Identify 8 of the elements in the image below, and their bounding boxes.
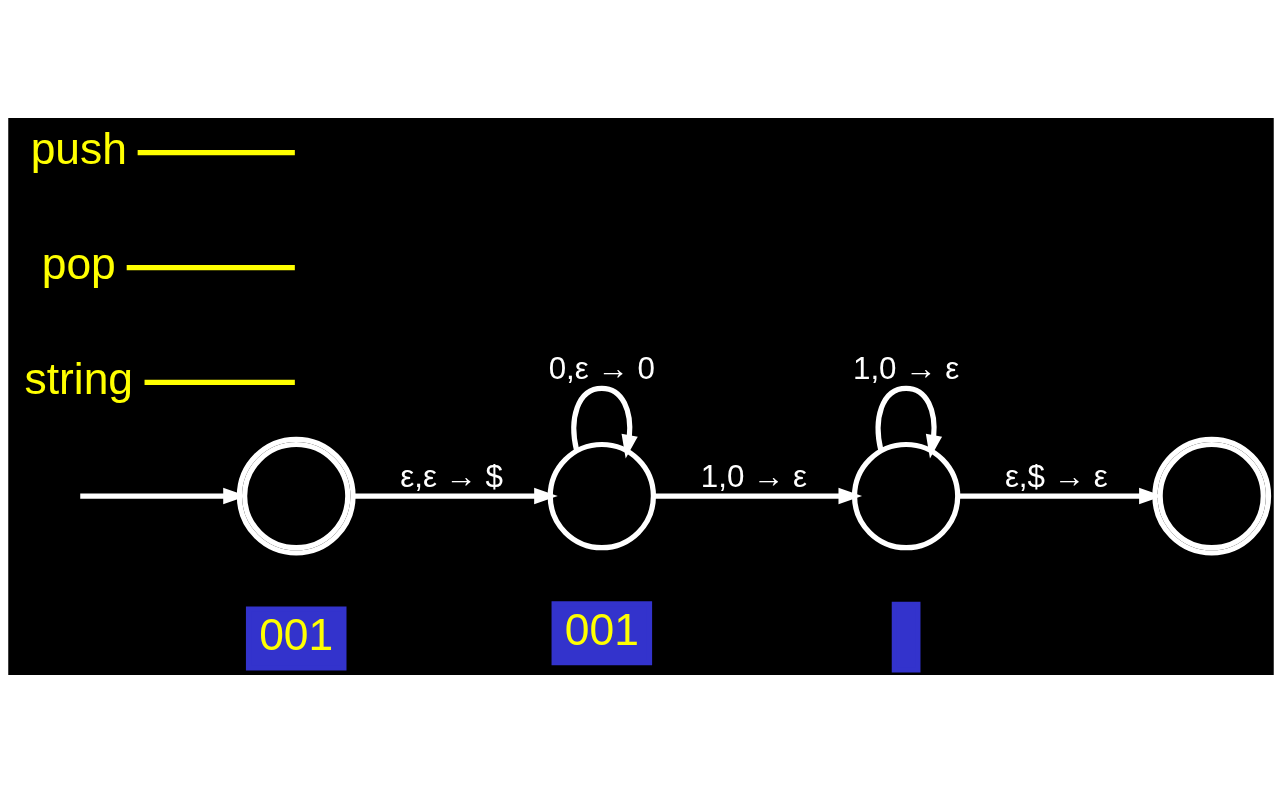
node-text: string bbox=[24, 353, 134, 403]
node-text: pop bbox=[41, 238, 116, 288]
edge-label: 0,ε → 0 bbox=[548, 350, 655, 386]
edge-label: ε,ε → $ bbox=[400, 458, 504, 494]
edge-label: ε,$ → ε bbox=[1004, 458, 1108, 494]
node-text: push bbox=[30, 123, 127, 173]
edge-label: 1,0 → ε bbox=[700, 458, 808, 494]
edge-label: 1,0 → ε bbox=[852, 350, 960, 386]
